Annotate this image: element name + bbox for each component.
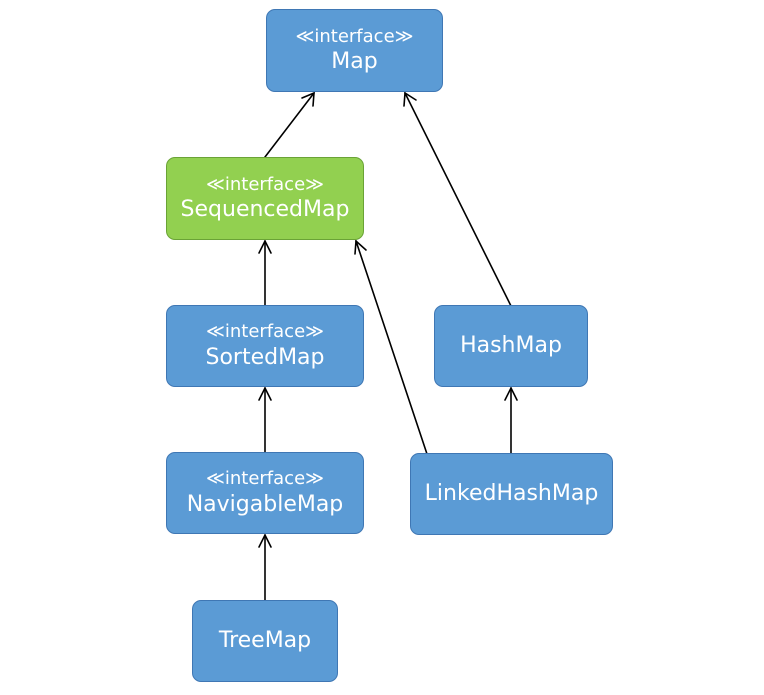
node-sortedmap-name: SortedMap — [205, 344, 325, 370]
node-navigablemap-name: NavigableMap — [186, 491, 344, 517]
node-sequencedmap-stereotype: ≪interface≫ — [206, 173, 324, 195]
node-map: ≪interface≫ Map — [266, 9, 443, 92]
node-sortedmap-stereotype: ≪interface≫ — [206, 321, 324, 342]
node-hashmap-name: HashMap — [460, 333, 562, 359]
arrow-sequencedmap-to-map — [264, 91, 315, 158]
arrow-linkedhashmap-to-sequencedmap — [354, 239, 428, 455]
node-sequencedmap: ≪interface≫ SequencedMap — [166, 157, 364, 240]
arrow-sortedmap-to-sequencedmap — [258, 239, 272, 307]
node-map-stereotype: ≪interface≫ — [295, 25, 414, 47]
node-map-name: Map — [331, 49, 378, 74]
node-navigablemap-stereotype: ≪interface≫ — [206, 468, 324, 489]
arrow-navigablemap-to-sortedmap — [258, 386, 272, 454]
node-sortedmap: ≪interface≫ SortedMap — [166, 305, 364, 387]
node-treemap-name: TreeMap — [218, 628, 312, 654]
node-sequencedmap-name: SequencedMap — [180, 197, 350, 222]
node-hashmap: HashMap — [434, 305, 588, 387]
node-navigablemap: ≪interface≫ NavigableMap — [166, 452, 364, 534]
node-linkedhashmap: LinkedHashMap — [410, 453, 613, 535]
node-linkedhashmap-name: LinkedHashMap — [424, 481, 599, 507]
arrow-hashmap-to-map — [403, 91, 512, 307]
arrow-linkedhashmap-to-hashmap — [504, 386, 518, 455]
arrow-treemap-to-navigablemap — [258, 533, 272, 602]
node-treemap: TreeMap — [192, 600, 338, 682]
